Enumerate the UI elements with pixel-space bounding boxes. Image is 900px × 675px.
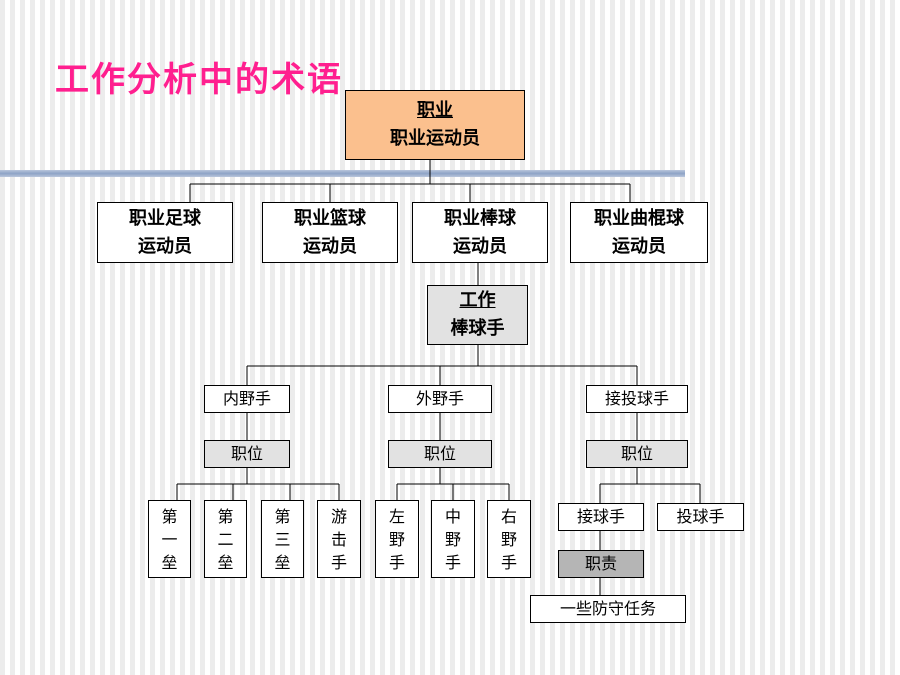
- group-outfield-node: 外野手: [388, 385, 492, 413]
- role-center-field-node: 中 野 手: [431, 500, 475, 578]
- title-underline-bar: [0, 170, 685, 177]
- position-label: 职位: [620, 444, 653, 463]
- position-infield-node: 职位: [204, 440, 290, 468]
- role-shortstop-node: 游 击 手: [317, 500, 361, 578]
- role-char: 野: [444, 529, 461, 549]
- role-char: 一: [161, 529, 178, 549]
- role-first-base-node: 第 一 垒: [148, 500, 191, 578]
- position-outfield-node: 职位: [388, 440, 492, 468]
- role-char: 二: [217, 529, 234, 549]
- duty-node: 职责: [558, 550, 644, 578]
- job-title: 工作: [459, 290, 496, 311]
- occupation-line2: 运动员: [453, 235, 507, 257]
- group-label: 外野手: [415, 389, 464, 408]
- role-char: 手: [500, 552, 517, 572]
- duty-label: 职责: [584, 554, 617, 573]
- occupation-baseball-node: 职业棒球 运动员: [412, 202, 548, 263]
- role-char: 第: [161, 506, 178, 526]
- position-battery-node: 职位: [586, 440, 688, 468]
- role-char: 垒: [217, 552, 234, 572]
- role-left-field-node: 左 野 手: [375, 500, 419, 578]
- occupation-football-node: 职业足球 运动员: [97, 202, 233, 263]
- page-title: 工作分析中的术语: [55, 60, 343, 100]
- role-char: 手: [330, 552, 347, 572]
- role-catcher-node: 接球手: [558, 503, 644, 531]
- occupation-root-node: 职业 职业运动员: [345, 90, 525, 160]
- occupation-hockey-node: 职业曲棍球 运动员: [570, 202, 708, 263]
- role-label: 接球手: [576, 507, 625, 526]
- job-subtitle: 棒球手: [450, 318, 505, 339]
- occupation-line1: 职业篮球: [294, 207, 366, 229]
- group-battery-node: 接投球手: [586, 385, 688, 413]
- role-char: 手: [444, 552, 461, 572]
- root-title: 职业: [417, 100, 453, 121]
- role-label: 投球手: [676, 507, 725, 526]
- group-label: 内野手: [222, 389, 271, 408]
- position-label: 职位: [423, 444, 456, 463]
- group-label: 接投球手: [604, 389, 669, 408]
- job-node: 工作 棒球手: [427, 285, 528, 345]
- role-char: 游: [330, 506, 347, 526]
- occupation-line1: 职业棒球: [444, 207, 516, 229]
- role-char: 野: [500, 529, 517, 549]
- role-char: 右: [500, 506, 517, 526]
- task-node: 一些防守任务: [530, 595, 686, 623]
- role-char: 手: [388, 552, 405, 572]
- role-char: 第: [217, 506, 234, 526]
- group-infield-node: 内野手: [204, 385, 290, 413]
- role-char: 垒: [274, 552, 291, 572]
- position-label: 职位: [230, 444, 263, 463]
- occupation-basketball-node: 职业篮球 运动员: [262, 202, 398, 263]
- role-char: 击: [330, 529, 347, 549]
- role-char: 野: [388, 529, 405, 549]
- role-char: 中: [444, 506, 461, 526]
- occupation-line2: 运动员: [303, 235, 357, 257]
- occupation-line2: 运动员: [138, 235, 192, 257]
- role-third-base-node: 第 三 垒: [261, 500, 304, 578]
- role-char: 三: [274, 529, 291, 549]
- role-char: 垒: [161, 552, 178, 572]
- occupation-line1: 职业足球: [129, 207, 201, 229]
- role-second-base-node: 第 二 垒: [204, 500, 247, 578]
- role-pitcher-node: 投球手: [657, 503, 744, 531]
- occupation-line2: 运动员: [612, 235, 666, 257]
- task-label: 一些防守任务: [559, 599, 656, 618]
- role-right-field-node: 右 野 手: [487, 500, 531, 578]
- role-char: 左: [388, 506, 405, 526]
- occupation-line1: 职业曲棍球: [594, 207, 684, 229]
- role-char: 第: [274, 506, 291, 526]
- root-subtitle: 职业运动员: [390, 128, 480, 149]
